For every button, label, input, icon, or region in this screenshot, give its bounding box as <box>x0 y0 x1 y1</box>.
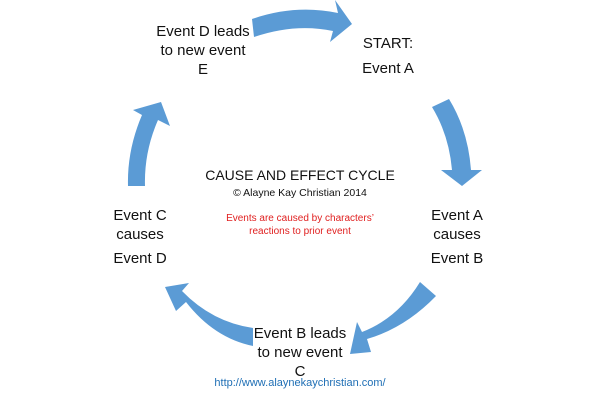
node-start-event-a: START: Event A <box>348 34 428 78</box>
node-b-line2: to new event <box>257 344 343 361</box>
node-d-line3: E <box>197 61 208 78</box>
node-c-causes-d: Event C causes Event D <box>95 206 185 268</box>
arrow-d-to-a <box>252 0 352 42</box>
arrow-left-up <box>127 102 170 186</box>
copyright-text: © Alayne Kay Christian 2014 <box>233 187 367 199</box>
node-b-leads-c: Event B leads to new event C <box>240 324 360 381</box>
node-b-line3: C <box>294 363 306 380</box>
node-c-line3: Event D <box>113 250 167 267</box>
node-c-line2: causes <box>116 226 164 243</box>
arrow-b-to-c <box>350 282 436 354</box>
node-a-causes-b: Event A causes Event B <box>412 206 502 268</box>
arrow-a-to-b <box>432 99 482 186</box>
note-line2: reactions to prior event <box>249 226 351 237</box>
node-a-line1: Event A <box>431 207 483 224</box>
node-c-line1: Event C <box>113 207 167 224</box>
node-d-line2: to new event <box>160 42 246 59</box>
node-a-line2: causes <box>433 226 481 243</box>
node-d-leads-e: Event D leads to new event E <box>143 22 263 79</box>
node-start-line2: Event A <box>362 60 414 77</box>
diagram-note: Events are caused by characters’ reactio… <box>200 212 400 238</box>
node-d-line1: Event D leads <box>156 23 250 40</box>
arrow-c-to-d <box>165 283 253 346</box>
node-b-line1: Event B leads <box>253 325 347 342</box>
diagram-title: CAUSE AND EFFECT CYCLE <box>205 167 395 183</box>
website-link[interactable]: http://www.alaynekaychristian.com/ <box>214 377 386 389</box>
node-a-line3: Event B <box>430 250 484 267</box>
note-line1: Events are caused by characters’ <box>226 213 374 224</box>
node-start-line1: START: <box>362 35 414 52</box>
